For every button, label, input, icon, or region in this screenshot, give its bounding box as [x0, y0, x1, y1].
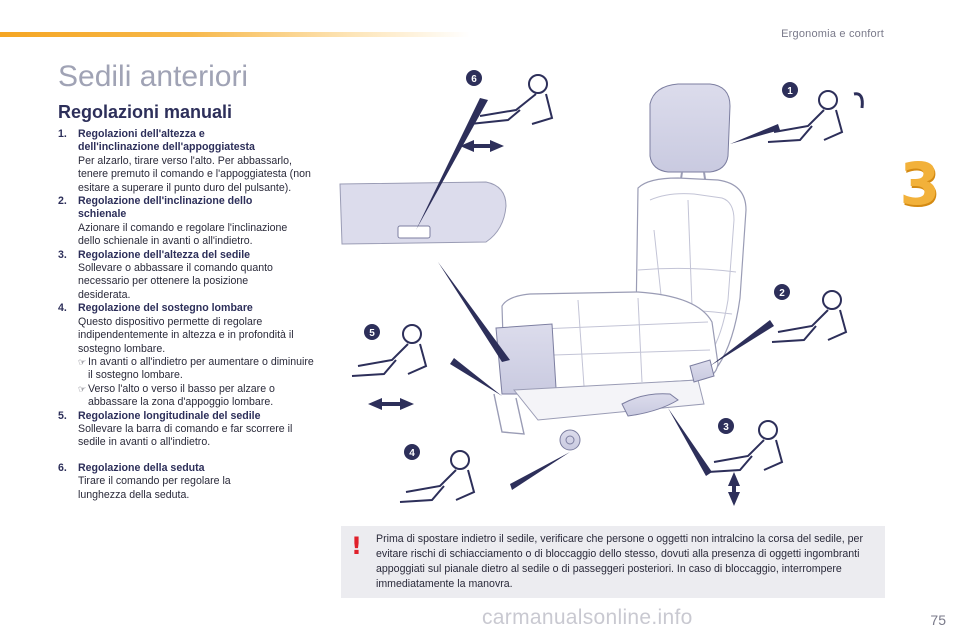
item-text: Questo dispositivo permette di regolare … — [78, 315, 294, 355]
headrest-zoom-panel — [339, 181, 507, 245]
list-item: 6. Regolazione della seduta Tirare il co… — [58, 462, 320, 502]
item-number: 6. — [58, 461, 67, 474]
item-number: 5. — [58, 409, 67, 422]
backrest-recline-control — [689, 359, 715, 383]
seat-rail — [493, 393, 525, 435]
item-title: Regolazioni dell'altezza e dell'inclinaz… — [78, 128, 255, 154]
badge-2: 2 — [774, 284, 790, 300]
svg-text:2: 2 — [779, 288, 785, 299]
item-title: Regolazione dell'inclinazione dello schi… — [78, 195, 253, 221]
top-accent-bar — [0, 32, 470, 37]
item-title: Regolazione del sostegno lombare — [78, 302, 253, 315]
arrow-3-vertical — [728, 472, 740, 506]
seat-illustration: 6 1 2 3 4 5 — [339, 70, 864, 506]
list-item: 2. Regolazione dell'inclinazione dello s… — [58, 195, 320, 249]
item-number: 4. — [58, 302, 67, 315]
list-item: 3. Regolazione dell'altezza del sedile S… — [58, 249, 320, 303]
chapter-number: 3 — [899, 150, 940, 218]
pointer-5 — [450, 358, 502, 396]
bullet-arrow-icon: ☞ — [78, 383, 87, 394]
pointer-zoom — [438, 262, 510, 362]
pointer-2 — [710, 320, 774, 366]
list-item: 5. Regolazione longitudinale del sedile … — [58, 410, 320, 450]
list-item: 1. Regolazioni dell'altezza e dell'incli… — [58, 128, 320, 195]
list-item: 4. Regolazione del sostegno lombare Ques… — [58, 302, 320, 409]
pointer-3 — [668, 408, 712, 476]
section-title: Regolazioni manuali — [58, 102, 233, 122]
svg-text:5: 5 — [369, 328, 375, 339]
pointer-4 — [510, 452, 570, 490]
pointer-1 — [730, 124, 780, 144]
arrow-5-horizontal — [368, 398, 414, 410]
badge-1: 1 — [782, 82, 798, 98]
badge-5: 5 — [364, 324, 380, 340]
seat-base — [513, 379, 705, 421]
item-text: Sollevare la barra di comando e far scor… — [78, 422, 293, 449]
seat-height-lever — [621, 393, 679, 417]
item-title: Regolazione della seduta — [78, 461, 205, 474]
bullet-text: In avanti o all'indietro per aumentare o… — [88, 355, 314, 382]
page-title: Sedili anteriori — [58, 60, 249, 93]
list-bullet: ☞ In avanti o all'indietro per aumentare… — [78, 356, 320, 383]
figure-3-height — [707, 420, 784, 473]
watermark: carmanualsonline.info — [482, 606, 693, 629]
bullet-text: Verso l'alto o verso il basso per alzare… — [88, 382, 275, 409]
figure-2-backrest — [771, 290, 848, 343]
svg-text:3: 3 — [723, 422, 729, 433]
warning-box: ! Prima di spostare indietro il sedile, … — [341, 526, 885, 598]
arrow-6-horizontal — [460, 140, 504, 152]
list-bullet: ☞ Verso l'alto o verso il basso per alza… — [78, 383, 320, 410]
badge-4: 4 — [404, 444, 420, 460]
figure-1-headrest — [767, 90, 864, 143]
exclamation-icon: ! — [351, 532, 362, 560]
figure-5-longitudinal — [351, 324, 428, 377]
item-text: Sollevare o abbassare il comando quanto … — [78, 262, 273, 301]
figure-6-seat-length — [469, 74, 554, 125]
warning-text: Prima di spostare indietro il sedile, ve… — [376, 533, 863, 590]
instructions-list: 1. Regolazioni dell'altezza e dell'incli… — [58, 128, 320, 502]
badge-3: 3 — [718, 418, 734, 434]
item-title: Regolazione dell'altezza del sedile — [78, 248, 251, 261]
svg-text:1: 1 — [787, 86, 793, 97]
bullet-arrow-icon: ☞ — [78, 356, 87, 367]
badge-6: 6 — [466, 70, 482, 86]
item-title: Regolazione longitudinale del sedile — [78, 409, 261, 422]
item-number: 1. — [58, 128, 67, 140]
item-number: 2. — [58, 195, 67, 208]
item-number: 3. — [58, 248, 67, 261]
page-number: 75 — [930, 612, 946, 628]
svg-text:6: 6 — [471, 74, 477, 85]
item-text: Azionare il comando e regolare l'inclina… — [78, 221, 288, 248]
pointer-6 — [416, 98, 488, 230]
item-text: Per alzarlo, tirare verso l'alto. Per ab… — [78, 154, 311, 194]
headrest — [649, 83, 731, 173]
figure-4-lumbar — [399, 450, 476, 503]
svg-text:4: 4 — [409, 448, 415, 459]
lumbar-knob — [559, 429, 581, 451]
section-header: Ergonomia e confort — [781, 28, 884, 40]
item-text: Tirare il comando per regolare la lunghe… — [78, 475, 231, 501]
